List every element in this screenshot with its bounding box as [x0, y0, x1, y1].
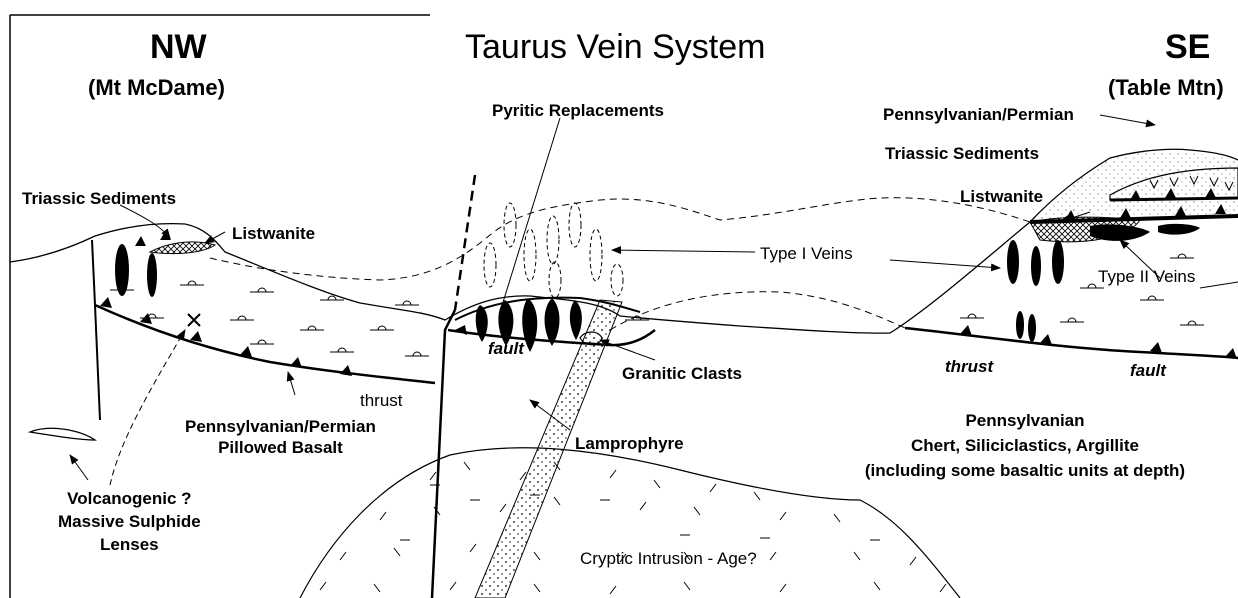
- x-mark: [188, 314, 200, 326]
- intrusion-pattern: [320, 462, 946, 594]
- eroded-vein-ghosts: [484, 203, 623, 298]
- dashed-eroded-profile: [210, 198, 1030, 280]
- massive-sulphide-lens: [30, 428, 95, 440]
- se-direction-label: SE: [1165, 30, 1210, 64]
- pillowed-basalt-line2: Pillowed Basalt: [185, 439, 376, 456]
- volcanogenic-label: Volcanogenic ? Massive Sulphide Lenses: [58, 490, 201, 553]
- listwanite-left-lens: [150, 242, 215, 254]
- fault-right-label: fault: [1130, 362, 1166, 379]
- type2-veins-label: Type II Veins: [1098, 268, 1195, 285]
- central-fault: [432, 310, 455, 598]
- pillowed-basalt-label: Pennsylvanian/Permian Pillowed Basalt: [185, 418, 376, 456]
- thrust-right-label: thrust: [945, 358, 993, 375]
- type2-vein-lens-1: [1090, 224, 1150, 241]
- triassic-right-dots: [1030, 152, 1238, 222]
- thrust-left-label: thrust: [360, 392, 403, 409]
- dashed-lower-profile: [610, 292, 905, 330]
- volcanogenic-line3: Lenses: [58, 536, 201, 553]
- se-place-label: (Table Mtn): [1108, 77, 1224, 99]
- nw-place-label: (Mt McDame): [88, 77, 225, 99]
- triassic-sediments-left-label: Triassic Sediments: [22, 190, 176, 207]
- type2-vein-lens-2: [1158, 224, 1200, 235]
- pennsylvanian-line2: Chert, Siliciclastics, Argillite: [820, 437, 1230, 454]
- granitic-clasts-label: Granitic Clasts: [622, 365, 742, 382]
- pennsylvanian-label: Pennsylvanian Chert, Siliciclastics, Arg…: [820, 412, 1230, 479]
- cryptic-intrusion-label: Cryptic Intrusion - Age?: [580, 550, 757, 567]
- listwanite-left-label: Listwanite: [232, 225, 315, 242]
- right-thrust-line: [905, 328, 1238, 358]
- lamprophyre-label: Lamprophyre: [575, 435, 684, 452]
- penn-perm-right-label: Pennsylvanian/Permian: [883, 106, 1074, 123]
- triassic-sediments-right-label: Triassic Sediments: [885, 145, 1039, 162]
- left-boundary-fault: [92, 240, 100, 420]
- pennsylvanian-line1: Pennsylvanian: [820, 412, 1230, 429]
- pennsylvanian-line3: (including some basaltic units at depth): [820, 462, 1230, 479]
- volcanogenic-line1: Volcanogenic ?: [58, 490, 201, 507]
- pyritic-replacements-label: Pyritic Replacements: [492, 102, 664, 119]
- volcanogenic-line2: Massive Sulphide: [58, 513, 201, 530]
- type1-veins-label: Type I Veins: [760, 245, 853, 262]
- fault-center-label: fault: [488, 340, 524, 357]
- diagram-title: Taurus Vein System: [465, 30, 765, 64]
- type1-veins-right: [1007, 240, 1064, 342]
- central-fault-dashed: [455, 175, 475, 310]
- nw-direction-label: NW: [150, 30, 207, 64]
- listwanite-right-label: Listwanite: [960, 188, 1043, 205]
- pillowed-basalt-line1: Pennsylvanian/Permian: [185, 418, 376, 435]
